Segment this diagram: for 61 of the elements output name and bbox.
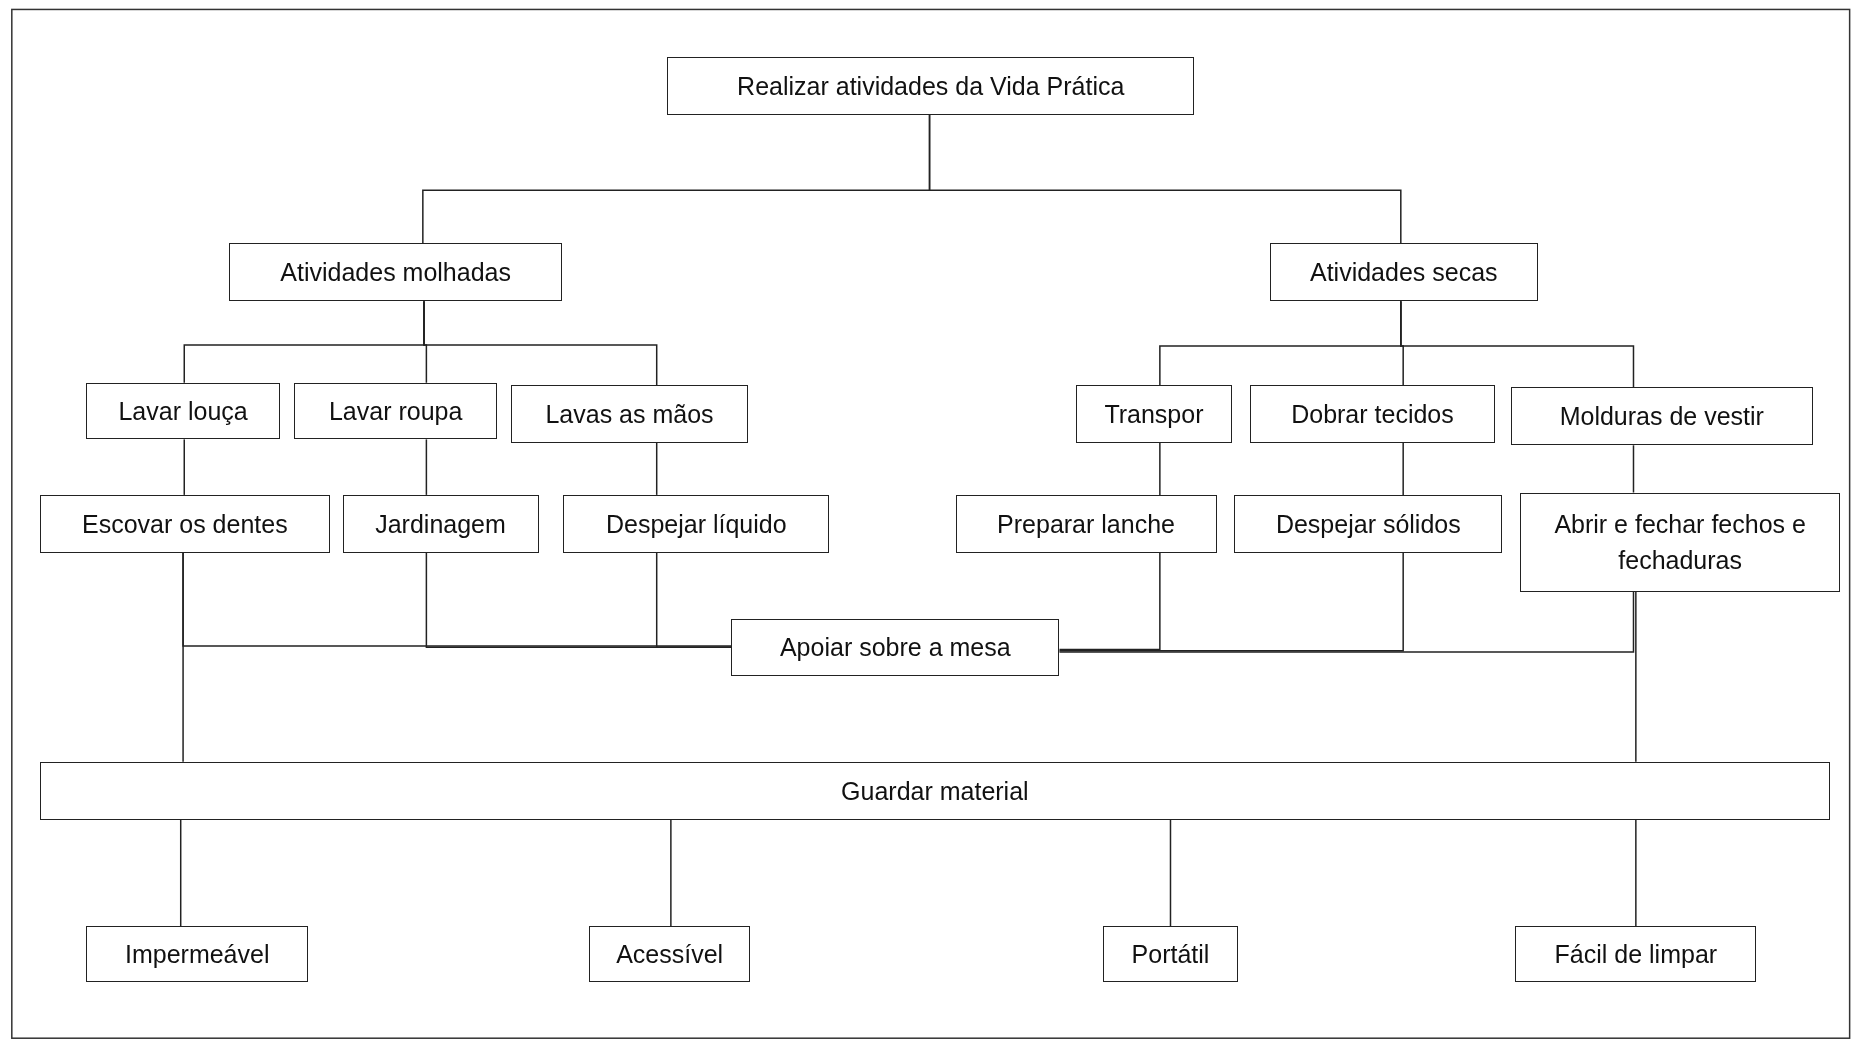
- node-label: Preparar lanche: [997, 508, 1175, 540]
- connector-line: [670, 818, 672, 927]
- node-label: Jardinagem: [375, 508, 506, 540]
- node-label: Acessível: [616, 938, 724, 970]
- node-label: Apoiar sobre a mesa: [779, 632, 1011, 664]
- node-label: Fácil de limpar: [1554, 938, 1718, 970]
- connector-line: [1058, 591, 1635, 653]
- connector-line: [1635, 818, 1637, 927]
- process-box: [1515, 926, 1757, 982]
- connector-line: [425, 438, 428, 496]
- connector-line: [1169, 818, 1172, 927]
- node-label: Despejar sólidos: [1275, 508, 1461, 540]
- connector-line: [1159, 442, 1161, 496]
- process-box: [1520, 492, 1841, 592]
- process-box: [1269, 243, 1538, 302]
- node-label: Molduras de vestir: [1559, 401, 1764, 433]
- process-box: [86, 926, 309, 982]
- node-label: Lavas as mãos: [545, 398, 714, 430]
- process-box: [667, 56, 1195, 115]
- process-box: [589, 926, 750, 982]
- node-label: Despejar líquido: [605, 508, 787, 540]
- process-box: [1103, 926, 1238, 982]
- connector-line: [1402, 442, 1404, 496]
- process-box: [86, 382, 280, 440]
- process-box: [955, 494, 1217, 553]
- process-box: [563, 494, 830, 553]
- connector-line: [928, 113, 1402, 245]
- connector-line: [1400, 300, 1635, 389]
- connector-line: [1635, 591, 1637, 763]
- connector-line: [1058, 552, 1404, 652]
- process-box: [294, 382, 498, 440]
- connector-line: [183, 438, 185, 496]
- connector-line: [1632, 444, 1635, 494]
- node-label: Escovar os dentes: [82, 508, 288, 540]
- node-label: Atividades secas: [1309, 257, 1498, 289]
- connector-line: [655, 442, 658, 496]
- node-label: Impermeável: [125, 938, 270, 970]
- connector-line: [1058, 552, 1161, 651]
- process-box: [1510, 387, 1813, 446]
- connector-line: [655, 552, 732, 648]
- process-box: [511, 385, 748, 443]
- connector-line: [179, 818, 182, 927]
- connector-line: [423, 300, 658, 386]
- process-box: [342, 494, 539, 553]
- node-label: Atividades molhadas: [280, 257, 511, 289]
- process-box: [229, 243, 563, 302]
- process-box: [1249, 385, 1496, 443]
- node-label: Transpor: [1104, 398, 1204, 430]
- node-label: Realizar atividades da Vida Prática: [737, 70, 1125, 102]
- node-label: Lavar louça: [118, 395, 248, 427]
- node-label: Lavar roupa: [328, 395, 463, 427]
- process-box: [1076, 385, 1232, 443]
- connector-line: [182, 552, 184, 763]
- process-box: [40, 494, 330, 553]
- node-label: Dobrar tecidos: [1291, 398, 1454, 430]
- node-label: Abrir e fechar fechos e fechaduras: [1553, 508, 1807, 577]
- process-box: [40, 761, 1830, 820]
- node-label: Portátil: [1131, 938, 1210, 970]
- process-box: [731, 618, 1060, 676]
- node-label: Guardar material: [841, 775, 1029, 807]
- process-box: [1234, 494, 1503, 553]
